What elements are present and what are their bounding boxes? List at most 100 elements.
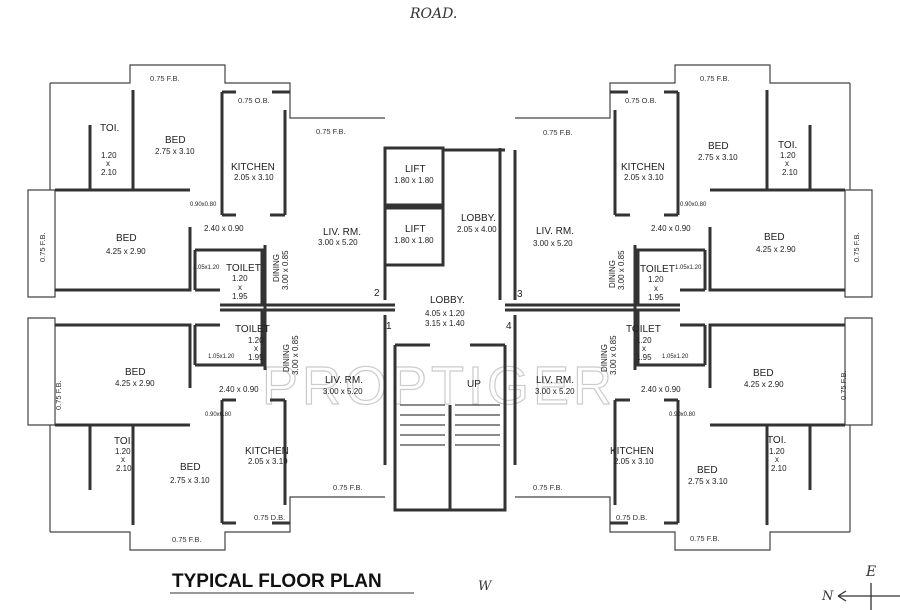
bed-small-dims: 2.75 x 3.10 <box>698 153 738 162</box>
flat-walls-top-left <box>26 63 397 312</box>
db: 0.75 D.B. <box>254 513 285 522</box>
toi-x: x <box>785 159 789 168</box>
living-dims: 3.00 x 5.20 <box>535 387 575 396</box>
ob: 0.75 O.B. <box>625 96 657 105</box>
fb-top: 0.75 F.B. <box>150 74 180 83</box>
toilet-w: 1.20 <box>648 275 664 284</box>
dining-name: DINING <box>272 254 281 282</box>
toilet-h: 1.95 <box>636 353 652 362</box>
toilet-x: x <box>654 284 658 293</box>
fb-bottom: 0.75 F.B. <box>690 534 720 543</box>
bed-large-dims: 4.25 x 2.90 <box>744 380 784 389</box>
toi-name: TOI. <box>778 140 797 151</box>
lobby-lower-dims-2: 3.15 x 1.40 <box>425 319 465 328</box>
lift-2-name: LIFT <box>405 224 426 235</box>
kitchen-dims: 2.05 x 3.10 <box>234 173 274 182</box>
flat-walls-bottom-right <box>503 303 874 552</box>
toi-name: TOI. <box>767 435 786 446</box>
toilet-x: x <box>238 283 242 292</box>
dining-dims: 3.00 x 0.85 <box>617 250 626 290</box>
passage: 2.40 x 0.90 <box>651 224 691 233</box>
lobby-upper-dims: 2.05 x 4.00 <box>457 225 497 234</box>
living-name: LIV. RM. <box>325 375 363 386</box>
lobby-lower-name: LOBBY. <box>430 295 465 306</box>
flat-bottom-left: 1 TOILET 1.20 x 1.95 1.05x1.20 DINING 3.… <box>54 321 392 544</box>
bed-small-dims: 2.75 x 3.10 <box>688 477 728 486</box>
dining-name: DINING <box>608 260 617 288</box>
fb-top: 0.75 F.B. <box>700 74 730 83</box>
toilet-ext: 1.05x1.20 <box>208 354 235 360</box>
bed-small-name: BED <box>708 141 729 152</box>
toi-h: 2.10 <box>771 464 787 473</box>
plan-title: TYPICAL FLOOR PLAN <box>172 571 382 592</box>
toi-x: x <box>775 455 779 464</box>
watermark: PROPTIGER <box>262 356 616 416</box>
toi-w: 1.20 <box>101 151 117 160</box>
kitchen-dims: 2.05 x 3.10 <box>624 173 664 182</box>
toilet-name: TOILET <box>226 263 261 274</box>
kitchen-name: KITCHEN <box>231 162 275 173</box>
compass-arrow-icon <box>837 583 900 610</box>
kitchen-name: KITCHEN <box>245 446 289 457</box>
living-dims: 3.00 x 5.20 <box>318 238 358 247</box>
toi-w: 1.20 <box>780 151 796 160</box>
toilet-name: TOILET <box>626 324 661 335</box>
fb-living: 0.75 F.B. <box>333 483 363 492</box>
door-size: 0.90x0.80 <box>190 202 217 208</box>
door-size: 0.90x0.80 <box>669 412 696 418</box>
dining-name: DINING <box>600 344 609 372</box>
toi-h: 2.10 <box>782 168 798 177</box>
flat-top-right: 0.75 F.B. 0.75 O.B. 0.75 F.B. TOI. 1.20 … <box>517 74 861 302</box>
bed-small-name: BED <box>180 462 201 473</box>
toilet-ext: 1.05x1.20 <box>193 265 220 271</box>
compass-east: E <box>865 564 876 580</box>
flat-walls-bottom-left <box>26 303 397 552</box>
toi-x: x <box>106 159 110 168</box>
fb-living: 0.75 F.B. <box>316 127 346 136</box>
toi-w: 1.20 <box>769 447 785 456</box>
dining-dims: 3.00 x 0.85 <box>609 335 618 375</box>
kitchen-dims: 2.05 x 3.10 <box>248 457 288 466</box>
unit-number: 3 <box>517 289 523 300</box>
bed-large-name: BED <box>764 232 785 243</box>
toilet-name: TOILET <box>640 264 675 275</box>
passage: 2.40 x 0.90 <box>219 385 259 394</box>
toilet-ext: 1.05x1.20 <box>662 354 689 360</box>
stair-label: UP <box>467 379 481 390</box>
bed-large-dims: 4.25 x 2.90 <box>756 245 796 254</box>
living-name: LIV. RM. <box>536 375 574 386</box>
toi-w: 1.20 <box>115 447 131 456</box>
fb-side: 0.75 F.B. <box>839 370 848 400</box>
bed-small-dims: 2.75 x 3.10 <box>155 147 195 156</box>
core-walls <box>383 146 507 512</box>
passage: 2.40 x 0.90 <box>641 385 681 394</box>
bed-small-dims: 2.75 x 3.10 <box>170 476 210 485</box>
bed-large-name: BED <box>125 367 146 378</box>
lift-1-name: LIFT <box>405 164 426 175</box>
toi-x: x <box>121 455 125 464</box>
dining-dims: 3.00 x 0.85 <box>281 250 290 290</box>
passage: 2.40 x 0.90 <box>204 224 244 233</box>
ob: 0.75 O.B. <box>238 96 270 105</box>
toi-name: TOI. <box>100 123 119 134</box>
toi-h: 2.10 <box>116 464 132 473</box>
fb-bottom: 0.75 F.B. <box>172 535 202 544</box>
lift-2-dims: 1.80 x 1.80 <box>394 236 434 245</box>
toilet-ext: 1.05x1.20 <box>675 265 702 271</box>
toilet-w: 1.20 <box>636 336 652 345</box>
road-label: ROAD. <box>409 6 457 22</box>
living-name: LIV. RM. <box>536 226 574 237</box>
living-name: LIV. RM. <box>323 227 361 238</box>
bed-large-dims: 4.25 x 2.90 <box>106 247 146 256</box>
fb-side: 0.75 F.B. <box>852 232 861 262</box>
toi-name: TOI. <box>114 436 133 447</box>
dining-dims: 3.00 x 0.85 <box>291 335 300 375</box>
fb-living: 0.75 F.B. <box>533 483 563 492</box>
fb-side: 0.75 F.B. <box>54 380 63 410</box>
kitchen-name: KITCHEN <box>621 162 665 173</box>
unit-number: 4 <box>506 321 512 332</box>
unit-number: 2 <box>374 288 380 299</box>
compass-north: N <box>821 589 834 604</box>
kitchen-dims: 2.05 x 3.10 <box>614 457 654 466</box>
